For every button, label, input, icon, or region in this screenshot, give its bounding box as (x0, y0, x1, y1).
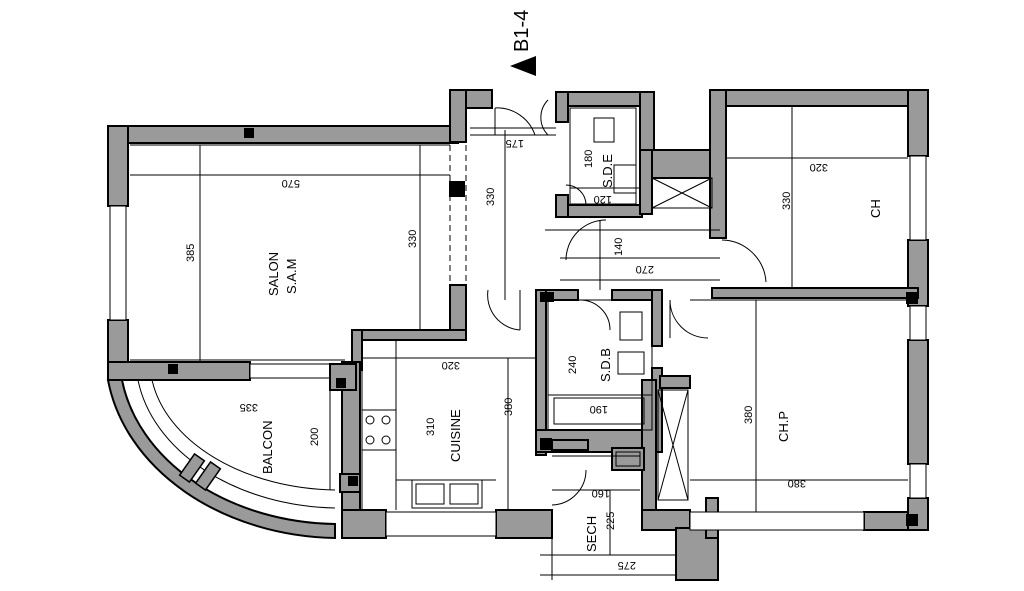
dim-175: 175 (506, 137, 524, 149)
room-label-ch: CH (868, 199, 883, 218)
dim-330-ch: 330 (781, 192, 793, 210)
dim-310: 310 (425, 418, 437, 436)
section-arrow-icon (510, 56, 536, 76)
dim-380-chp: 380 (743, 406, 755, 424)
balcony (106, 363, 361, 540)
room-label-chp: CH.P (776, 411, 791, 442)
dim-160: 160 (592, 487, 610, 499)
room-label-sde: S.D.E (600, 154, 615, 188)
structural-posts (168, 128, 918, 526)
dim-225: 225 (605, 512, 617, 530)
dim-335: 335 (240, 401, 258, 413)
windows-and-lines (109, 106, 927, 580)
dim-140: 140 (613, 238, 625, 256)
room-label-sech: SECH (584, 516, 599, 552)
dim-120: 120 (594, 193, 612, 205)
room-label-sam: S.A.M (284, 259, 299, 294)
dim-240: 240 (567, 356, 579, 374)
dim-330-salon: 330 (407, 230, 419, 248)
dimension-labels: 570 385 330 330 175 180 120 140 270 320 … (185, 137, 828, 571)
room-label-salon: SALON (266, 252, 281, 296)
dim-200: 200 (309, 428, 321, 446)
dim-380-chp-bottom: 380 (788, 477, 806, 489)
dim-385: 385 (185, 244, 197, 262)
room-label-sdb: S.D.B (598, 348, 613, 382)
dim-330-hall: 330 (485, 188, 497, 206)
dim-270: 270 (636, 263, 654, 275)
walls (107, 89, 929, 581)
door-swings (487, 99, 767, 506)
room-labels: SALON S.A.M S.D.E CH CUISINE S.D.B CH.P … (260, 154, 883, 552)
section-marker-label: B1-4 (511, 10, 533, 52)
room-label-balcon: BALCON (260, 421, 275, 474)
dim-190: 190 (590, 403, 608, 415)
dim-380-cuisine: 380 (503, 398, 515, 416)
dim-275: 275 (618, 559, 636, 571)
room-label-cuisine: CUISINE (448, 409, 463, 462)
section-marker: B1-4 (510, 10, 536, 76)
dim-570: 570 (282, 177, 300, 189)
dim-320-ch: 320 (810, 161, 828, 173)
dim-180: 180 (583, 150, 595, 168)
dim-320-cuisine: 320 (442, 359, 460, 371)
